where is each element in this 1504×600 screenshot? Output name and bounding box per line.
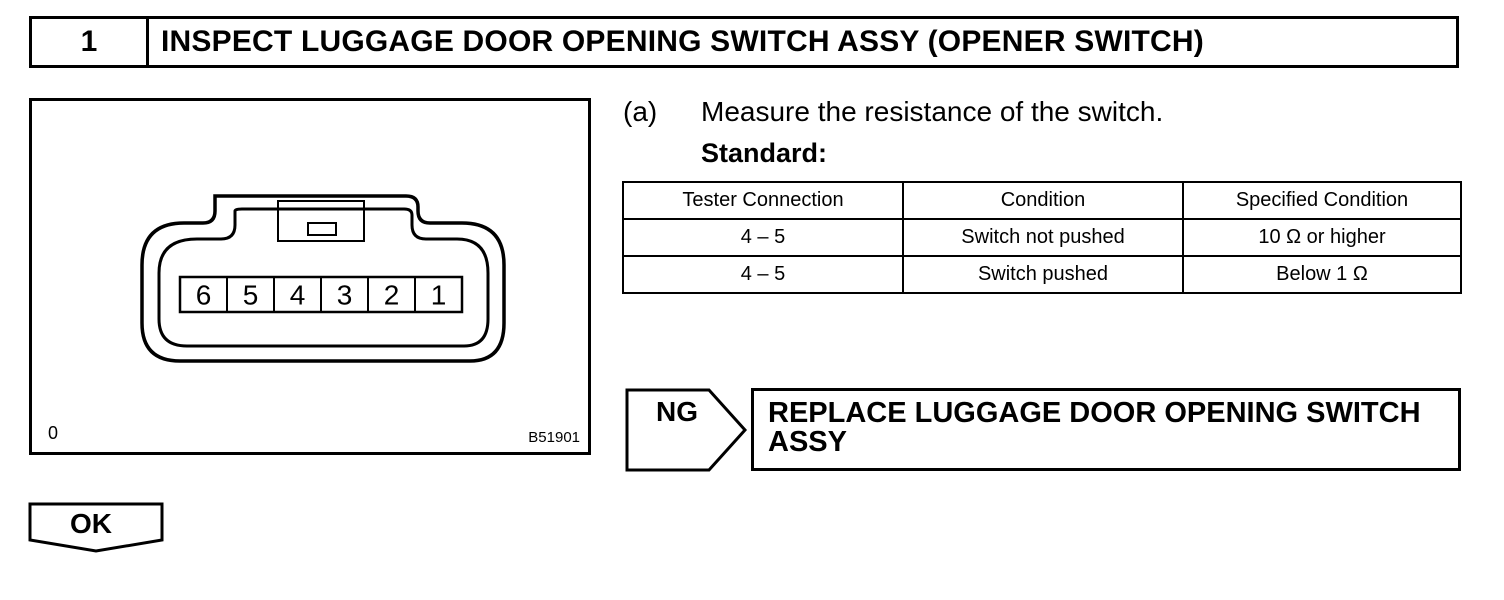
pin-label: 6 bbox=[196, 280, 212, 311]
table-cell: 4 – 5 bbox=[622, 218, 904, 257]
ng-action-box: REPLACE LUGGAGE DOOR OPENING SWITCH ASSY bbox=[751, 388, 1461, 471]
pin-label: 2 bbox=[384, 280, 400, 311]
table-header-cell: Condition bbox=[902, 181, 1184, 220]
table-cell: 10 Ω or higher bbox=[1182, 218, 1462, 257]
table-header-row: Tester Connection Condition Specified Co… bbox=[622, 181, 1462, 220]
ng-arrow-icon bbox=[625, 388, 748, 472]
pin-label: 3 bbox=[337, 280, 353, 311]
table-cell: Switch not pushed bbox=[902, 218, 1184, 257]
table-header-cell: Tester Connection bbox=[622, 181, 904, 220]
pin-label: 5 bbox=[243, 280, 259, 311]
table-row: 4 – 5 Switch pushed Below 1 Ω bbox=[622, 255, 1462, 294]
ok-arrow-icon bbox=[28, 502, 164, 553]
figure-code: B51901 bbox=[528, 429, 580, 446]
table-header-cell: Specified Condition bbox=[1182, 181, 1462, 220]
table-cell: Switch pushed bbox=[902, 255, 1184, 294]
step-title: INSPECT LUGGAGE DOOR OPENING SWITCH ASSY… bbox=[161, 25, 1204, 58]
latch-frame bbox=[277, 200, 365, 242]
table-cell: Below 1 Ω bbox=[1182, 255, 1462, 294]
housing-inner bbox=[157, 207, 490, 348]
latch-tab bbox=[307, 222, 337, 236]
pin-label: 4 bbox=[290, 280, 306, 311]
figure-corner-mark: 0 bbox=[48, 423, 59, 443]
instruction-label: (a) bbox=[623, 96, 658, 127]
step-header: 1 INSPECT LUGGAGE DOOR OPENING SWITCH AS… bbox=[29, 16, 1459, 68]
instruction-text: Measure the resistance of the switch. bbox=[701, 96, 1164, 127]
table-row: 4 – 5 Switch not pushed 10 Ω or higher bbox=[622, 218, 1462, 257]
spec-table: Tester Connection Condition Specified Co… bbox=[622, 181, 1462, 294]
housing-outer bbox=[140, 194, 506, 363]
standard-label: Standard: bbox=[701, 138, 828, 168]
pin-dividers bbox=[226, 277, 416, 312]
step-number: 1 bbox=[32, 19, 149, 65]
ng-label: NG bbox=[656, 396, 698, 427]
table-cell: 4 – 5 bbox=[622, 255, 904, 294]
pin-label: 1 bbox=[431, 280, 447, 311]
ok-label: OK bbox=[70, 508, 112, 539]
